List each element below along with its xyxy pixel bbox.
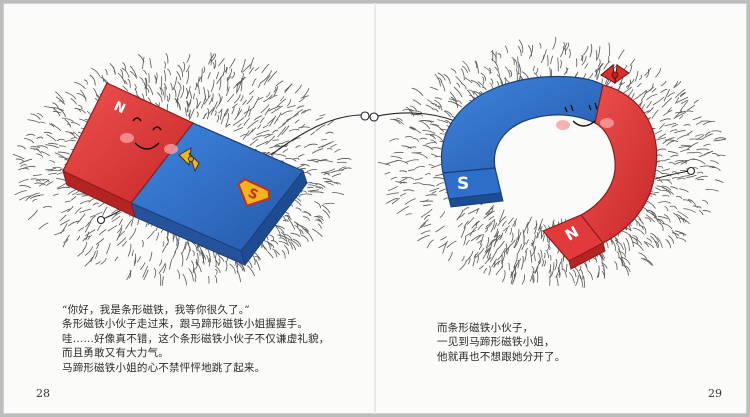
bar-magnet: N S bbox=[62, 82, 308, 267]
horseshoe-magnet-face bbox=[556, 102, 614, 130]
left-page-text: “你好，我是条形磁铁，我等你很久了。” 条形磁铁小伙子走过来，跟马蹄形磁铁小姐握… bbox=[62, 303, 330, 375]
text-line: 哇……好像真不错，这个条形磁铁小伙子不仅谦虚礼貌， bbox=[62, 332, 330, 345]
text-line: 他就再也不想跟她分开了。 bbox=[437, 350, 566, 363]
text-line: 马蹄形磁铁小姐的心不禁怦怦地跳了起来。 bbox=[62, 361, 266, 374]
right-page-text: 而条形磁铁小伙子， 一见到马蹄形磁铁小姐， 他就再也不想跟她分开了。 bbox=[437, 321, 565, 364]
book-gutter bbox=[374, 3, 376, 414]
bow-tie-icon bbox=[178, 147, 200, 173]
page-number-left: 28 bbox=[36, 387, 50, 400]
hair-bow-icon bbox=[600, 64, 630, 85]
book-spread: N S bbox=[3, 3, 747, 414]
text-line: 而且勇敢又有大力气。 bbox=[62, 347, 169, 360]
horseshoe-magnet: S N bbox=[441, 64, 658, 270]
horseshoe-magnet-field-lines bbox=[378, 36, 727, 288]
superhero-badge: S bbox=[237, 178, 271, 207]
text-line: 而条形磁铁小伙子， bbox=[437, 322, 534, 334]
horseshoe-south-label: S bbox=[457, 174, 469, 194]
text-line: 一见到马蹄形磁铁小姐， bbox=[437, 336, 555, 349]
bar-magnet-face bbox=[120, 117, 178, 154]
text-line: 条形磁铁小伙子走过来，跟马蹄形磁铁小姐握握手。 bbox=[62, 318, 309, 331]
text-line: “你好，我是条形磁铁，我等你很久了。” bbox=[62, 304, 250, 316]
handshake-arms bbox=[96, 111, 696, 225]
page-number-right: 29 bbox=[708, 387, 722, 400]
illustration: N S bbox=[12, 36, 727, 288]
